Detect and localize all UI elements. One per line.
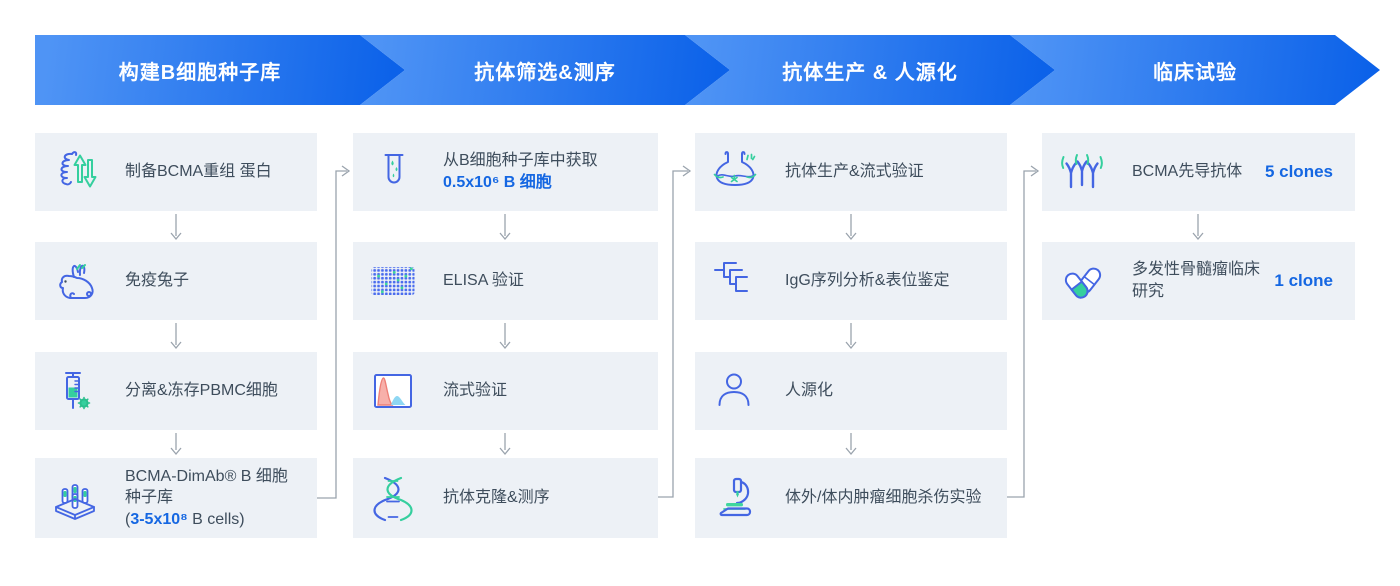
flow-histogram-icon [369, 367, 417, 415]
step-igg-sequence-epitope: IgG序列分析&表位鉴定 [695, 242, 1007, 320]
step-prepare-bcma-protein: 制备BCMA重组 蛋白 [35, 133, 317, 211]
stage-banner-clinical-trial: 临床试验 [1010, 35, 1380, 105]
step-label: BCMA-DimAb® B 细胞 [125, 467, 288, 485]
step-label: 抗体克隆&测序 [443, 489, 550, 507]
stage-banner-screening-sequencing: 抗体筛选&测序 [360, 35, 730, 105]
protein-icon [51, 148, 99, 196]
step-label: 种子库 [125, 489, 174, 507]
step-label: 多发性骨髓瘤临床 [1132, 261, 1261, 279]
step-label: ELISA 验证 [443, 272, 524, 290]
step-label: 研究 [1132, 283, 1165, 300]
elisa-plate-icon [369, 257, 417, 305]
step-label: 人源化 [785, 382, 834, 400]
step-obtain-bcells: 从B细胞种子库中获取 0.5x10⁶ B 细胞 [353, 133, 658, 211]
flask-icon [711, 148, 759, 196]
stage-label: 抗体筛选&测序 [474, 61, 616, 84]
step-tumor-killing-assay: 体外/体内肿瘤细胞杀伤实验 [695, 458, 1007, 538]
step-bcma-lead-antibody: BCMA先导抗体 5 clones [1042, 133, 1355, 211]
microscope-icon [711, 474, 759, 522]
syringe-icon [51, 367, 99, 415]
step-label: 抗体生产&流式验证 [785, 163, 924, 181]
step-bcell-seed-bank: BCMA-DimAb® B 细胞 种子库 (3-5x10⁸ B cells) [35, 458, 317, 538]
step-label: IgG序列分析&表位鉴定 [785, 272, 950, 290]
step-immunize-rabbit: 免疫兔子 [35, 242, 317, 320]
step-multiple-myeloma-clinical: 多发性骨髓瘤临床 研究 1 clone [1042, 242, 1355, 320]
step-antibody-production-flow: 抗体生产&流式验证 [695, 133, 1007, 211]
test-tube-icon [369, 148, 417, 196]
step-label: 体外/体内肿瘤细胞杀伤实验 [785, 489, 982, 507]
stage-label: 构建B细胞种子库 [118, 61, 282, 84]
step-flow-validation: 流式验证 [353, 352, 658, 430]
step-label: 流式验证 [443, 382, 508, 400]
clone-count-badge: 1 clone [1274, 271, 1333, 290]
step-label: 分离&冻存PBMC细胞 [125, 382, 278, 400]
step-label: 免疫兔子 [125, 272, 190, 290]
step-label: BCMA先导抗体 [1132, 163, 1243, 181]
step-cell-count: 0.5x10⁶ B 细胞 [443, 174, 552, 191]
dna-icon [369, 474, 417, 522]
person-icon [711, 367, 759, 415]
sequence-tree-icon [711, 257, 759, 305]
step-label: 制备BCMA重组 蛋白 [125, 163, 272, 181]
step-elisa-validation: ELISA 验证 [353, 242, 658, 320]
stage-label: 抗体生产 & 人源化 [782, 61, 958, 84]
antibody-icon [1058, 148, 1106, 196]
stage-banner-production-humanization: 抗体生产 & 人源化 [685, 35, 1055, 105]
clone-count-badge: 5 clones [1264, 162, 1333, 181]
step-humanization: 人源化 [695, 352, 1007, 430]
pills-icon [1058, 257, 1106, 305]
stage-label: 临床试验 [1153, 61, 1237, 84]
rabbit-icon [51, 257, 99, 305]
tube-rack-icon [51, 474, 99, 522]
step-antibody-cloning-sequencing: 抗体克隆&测序 [353, 458, 658, 538]
stage-banner-build-bcell-bank: 构建B细胞种子库 [35, 35, 405, 105]
step-label: 从B细胞种子库中获取 [443, 152, 598, 170]
step-isolate-pbmc: 分离&冻存PBMC细胞 [35, 352, 317, 430]
step-cell-count: (3-5x10⁸ B cells) [125, 510, 245, 528]
